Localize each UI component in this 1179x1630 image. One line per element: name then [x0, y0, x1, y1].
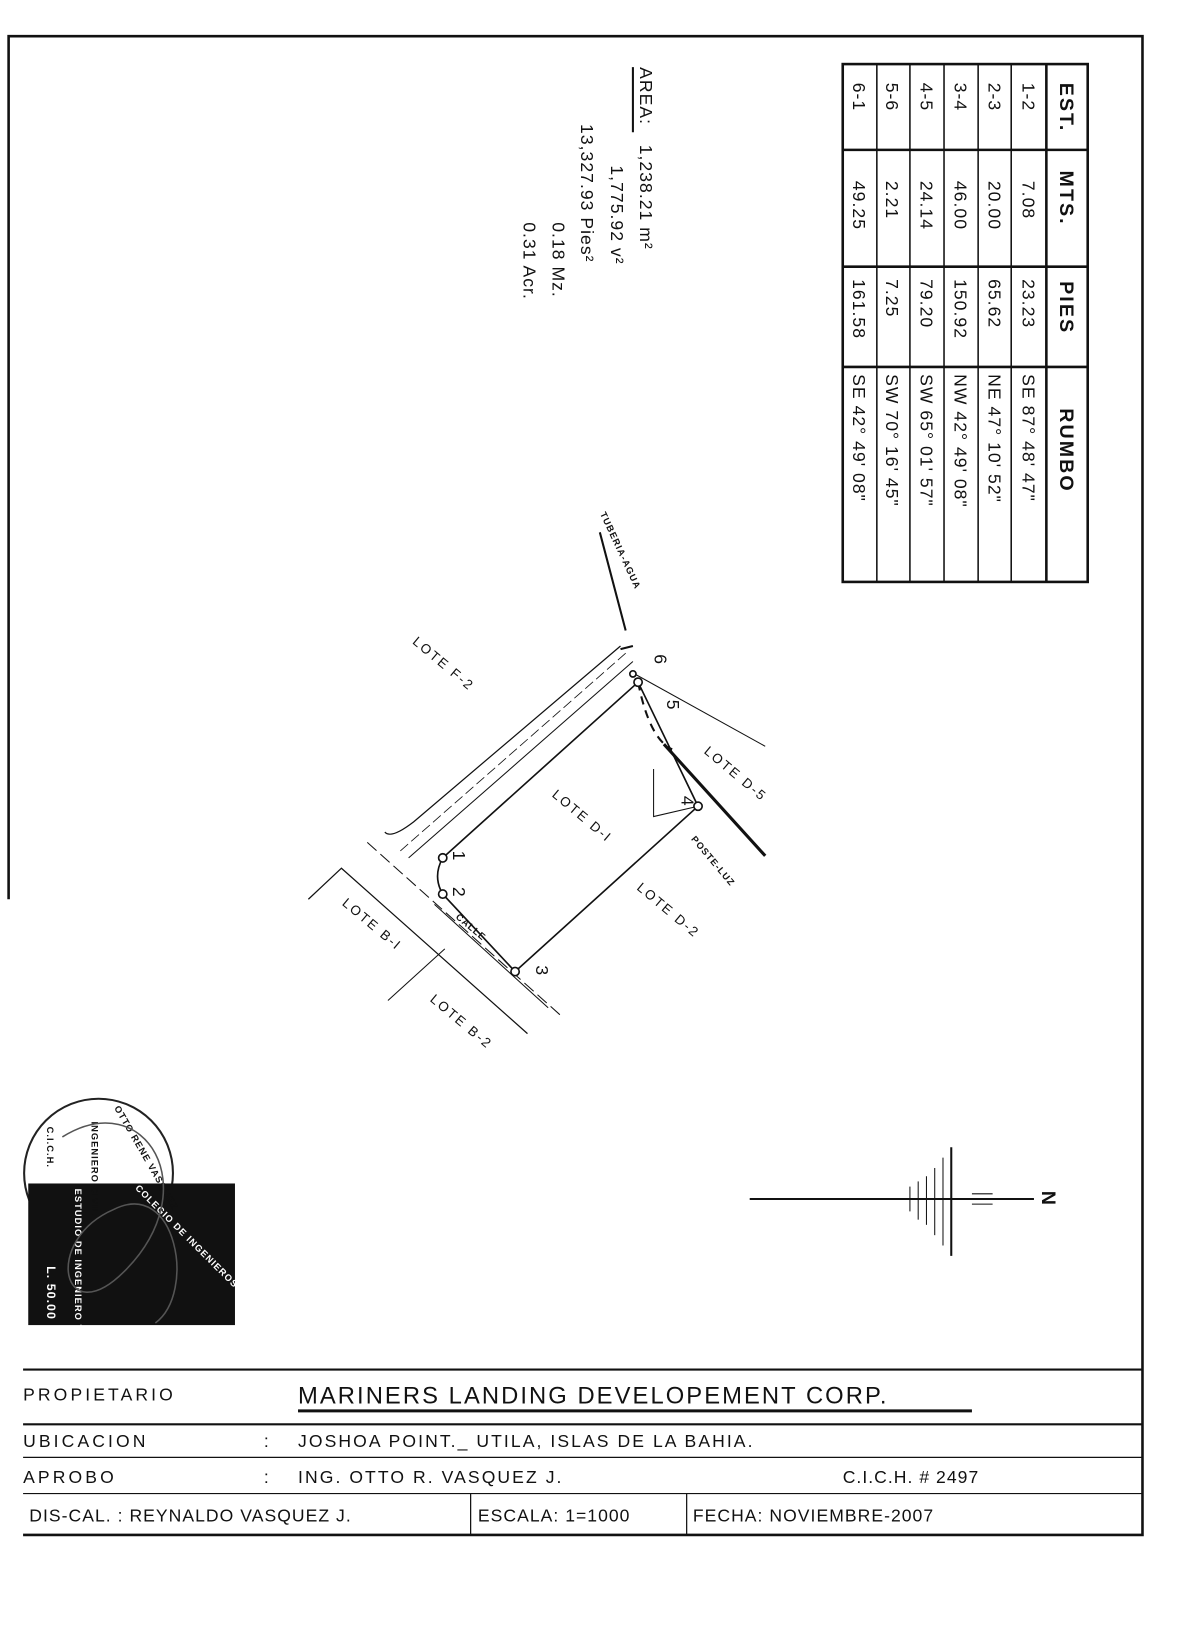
cell-pies: 23.23 — [1019, 279, 1039, 328]
propietario-value: MARINERS LANDING DEVELOPEMENT CORP. — [298, 1383, 888, 1410]
ubicacion-label: UBICACION — [23, 1431, 149, 1451]
area-v2: 1,775.92 v² — [607, 165, 627, 264]
table-row: 1-2 7.08 23.23 SE 87° 48' 47" — [1019, 83, 1039, 502]
cell-pies: 150.92 — [950, 279, 970, 339]
table-row: 3-4 46.00 150.92 NW 42° 49' 08" — [950, 83, 970, 508]
cich-number: C.I.C.H. # 2497 — [843, 1467, 980, 1487]
header-rumbo: RUMBO — [1055, 408, 1077, 492]
cell-mts: 2.21 — [882, 181, 902, 219]
point-6: 6 — [651, 654, 671, 665]
cell-est: 2-3 — [984, 83, 1004, 111]
cell-pies: 79.20 — [916, 279, 936, 328]
area-pies2: 13,327.93 Pies² — [577, 124, 597, 263]
lot-plan — [307, 645, 767, 1035]
colon: : — [264, 1467, 272, 1487]
aprobo-value: ING. OTTO R. VASQUEZ J. — [298, 1467, 563, 1487]
cell-mts: 20.00 — [984, 181, 1004, 230]
stamp-value: L. 50.00 — [44, 1266, 58, 1320]
sheet-border — [7, 34, 1144, 1537]
table-row: 2-3 20.00 65.62 NE 47° 10' 52" — [984, 83, 1004, 503]
cell-rumbo: SE 42° 49' 08" — [849, 374, 869, 502]
propietario-label: PROPIETARIO — [23, 1385, 176, 1405]
escala-value: ESCALA: 1=1000 — [478, 1505, 631, 1525]
table-row: 5-6 2.21 7.25 SW 70° 16' 45" — [882, 83, 902, 507]
colon: : — [264, 1431, 272, 1451]
area-acr: 0.31 Acr. — [519, 222, 539, 300]
cell-pies: 7.25 — [882, 279, 902, 317]
north-label: N — [1037, 1191, 1059, 1207]
cell-rumbo: NE 47° 10' 52" — [984, 374, 1004, 503]
label-lote-b1: LOTE B-I — [340, 895, 405, 953]
cell-est: 3-4 — [950, 83, 970, 111]
cell-est: 4-5 — [916, 83, 936, 111]
header-est: EST. — [1055, 83, 1077, 133]
label-poste-luz: POSTE-LUZ — [689, 834, 737, 888]
ubicacion-value: JOSHOA POINT._ UTILA, ISLAS DE LA BAHIA. — [298, 1431, 755, 1452]
north-arrow-icon: N — [749, 1147, 1059, 1256]
survey-table: EST. MTS. PIES RUMBO 1-2 7.08 23.23 SE 87° … — [841, 62, 1089, 584]
cell-rumbo: NW 42° 49' 08" — [950, 374, 970, 508]
cell-mts: 49.25 — [849, 181, 869, 230]
stamp-title: INGENIERO CIVIL — [89, 1121, 99, 1215]
header-mts: MTS. — [1055, 171, 1077, 226]
point-2: 2 — [449, 887, 469, 898]
label-lote-d2: LOTE D-2 — [634, 880, 703, 941]
stamp-estudio: ESTUDIO DE INGENIERO TRABAJO — [73, 1189, 83, 1377]
cell-est: 1-2 — [1019, 83, 1039, 111]
cell-rumbo: SW 65° 01' 57" — [916, 374, 936, 507]
cell-mts: 46.00 — [950, 181, 970, 230]
cell-rumbo: SE 87° 48' 47" — [1019, 374, 1039, 502]
area-label: AREA: — [636, 67, 656, 125]
cell-est: 5-6 — [882, 83, 902, 111]
cell-rumbo: SW 70° 16' 45" — [882, 374, 902, 507]
label-lote-b2: LOTE B-2 — [427, 991, 495, 1051]
aprobo-label: APROBO — [23, 1467, 117, 1487]
cell-pies: 161.58 — [849, 279, 869, 339]
cell-est: 6-1 — [849, 83, 869, 111]
area-m2: 1,238.21 m² — [636, 145, 656, 250]
area-block: AREA: 1,238.21 m² 1,775.92 v² 13,327.93 … — [519, 67, 656, 300]
cell-mts: 7.08 — [1019, 181, 1039, 219]
header-pies: PIES — [1055, 281, 1077, 334]
point-5: 5 — [663, 700, 683, 711]
fecha-value: FECHA: NOVIEMBRE-2007 — [693, 1505, 934, 1525]
point-1: 1 — [449, 851, 469, 862]
table-row: 4-5 24.14 79.20 SW 65° 01' 57" — [916, 83, 936, 507]
cell-pies: 65.62 — [984, 279, 1004, 328]
label-lote-d1: LOTE D-I — [549, 787, 615, 846]
plan-labels: TUBERIA-AGUA LOTE F-2 LOTE D-I LOTE D-5 … — [340, 510, 770, 1052]
title-block: PROPIETARIO MARINERS LANDING DEVELOPEMEN… — [23, 1368, 1143, 1535]
cell-mts: 24.14 — [916, 181, 936, 230]
label-lote-f2: LOTE F-2 — [410, 634, 477, 694]
point-4: 4 — [677, 796, 697, 807]
point-3: 3 — [532, 965, 552, 976]
discal-value: DIS-CAL. : REYNALDO VASQUEZ J. — [29, 1505, 351, 1525]
stamp-cich: C.I.C.H. — [45, 1127, 55, 1168]
engineer-stamp: OTTO RENE VASQUEZ INGENIERO CIVIL C.I.C.… — [23, 1097, 273, 1377]
area-mz: 0.18 Mz. — [548, 222, 568, 298]
table-row: 6-1 49.25 161.58 SE 42° 49' 08" — [849, 83, 869, 502]
